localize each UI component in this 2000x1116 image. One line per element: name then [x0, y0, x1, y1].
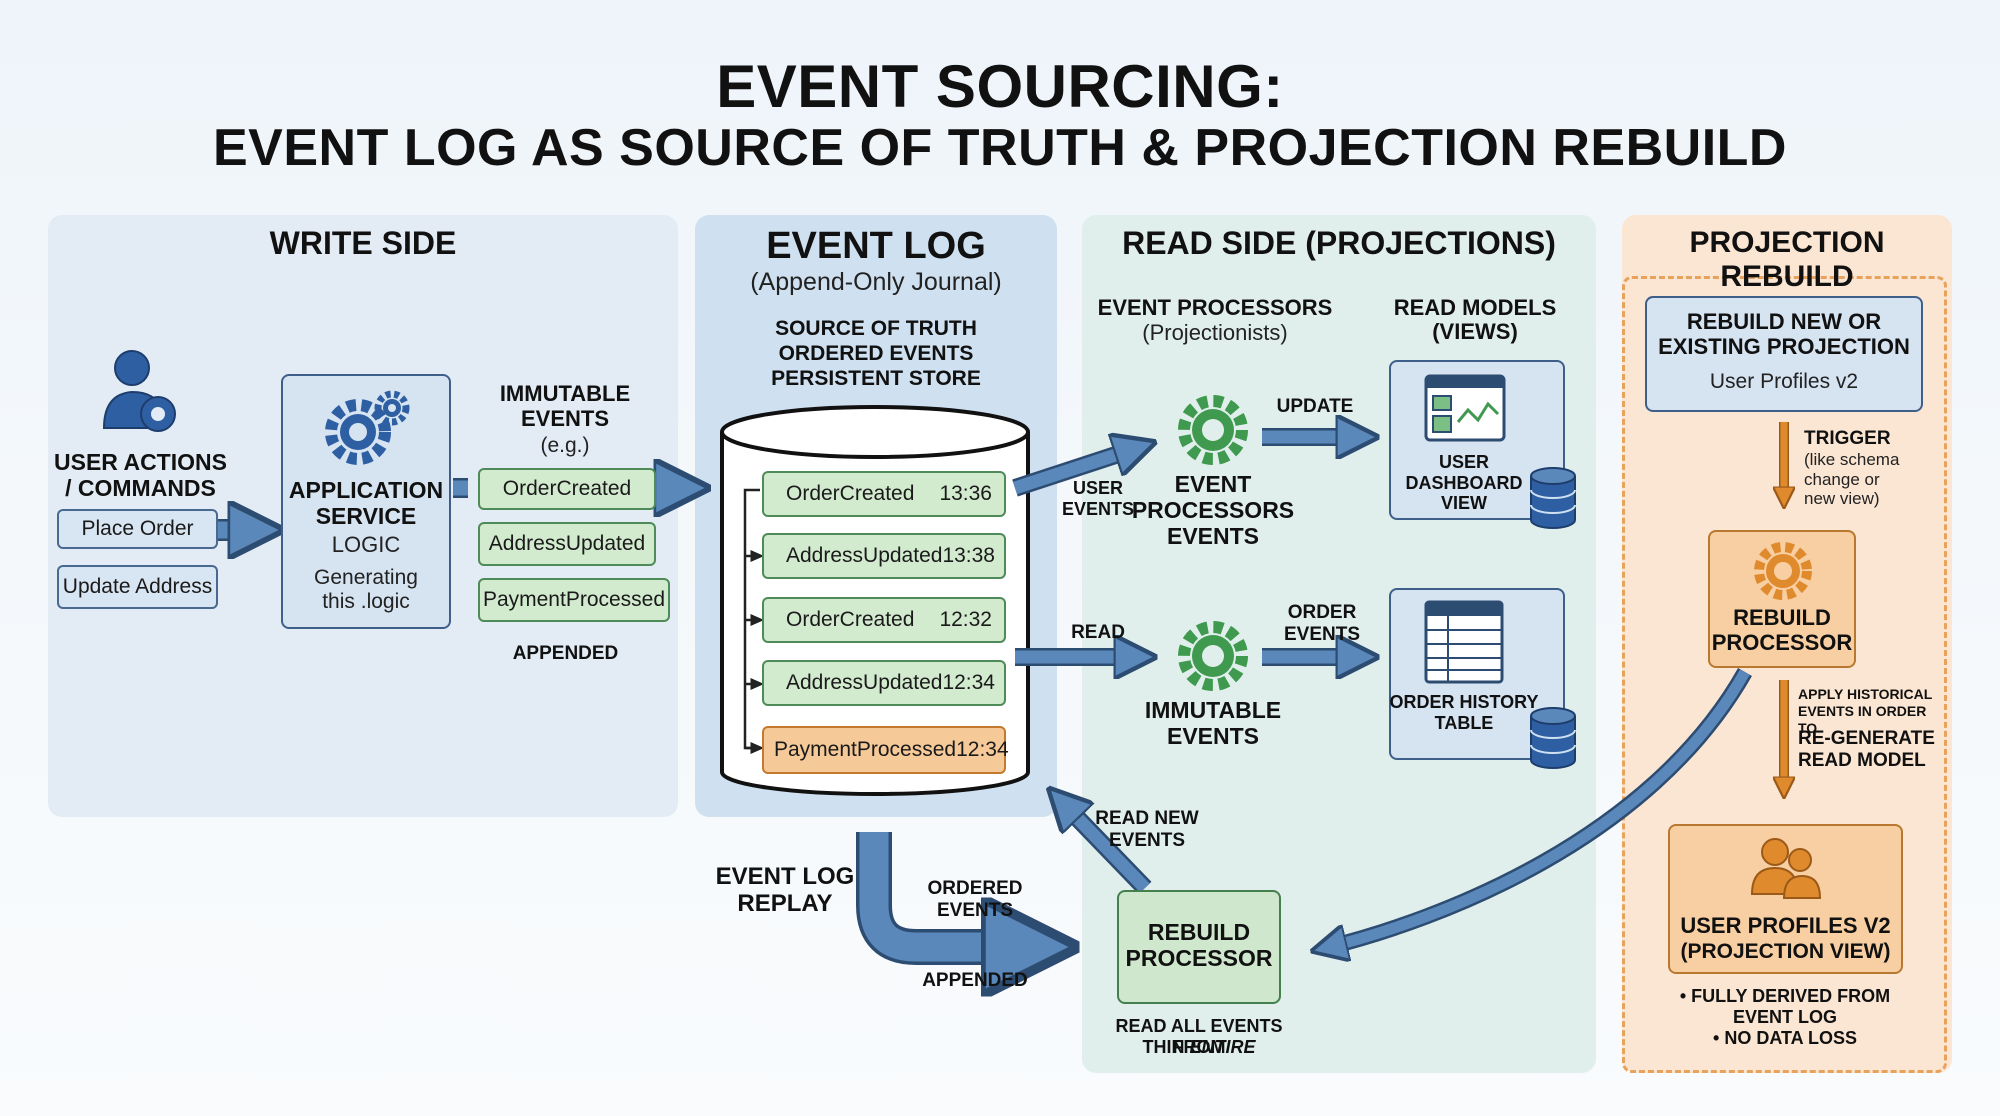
immutable-events-title: IMMUTABLE EVENTS	[499, 381, 631, 431]
rebuild-projection-subtitle: User Profiles v2	[1709, 370, 1859, 393]
application-service-title: APPLICATION SERVICE	[288, 477, 444, 529]
write-appended-label: APPENDED	[512, 643, 619, 664]
write-event-order-created: OrderCreated	[478, 468, 656, 510]
rebuild-projection-card	[1645, 296, 1923, 412]
user-events-label: USER EVENTS	[1061, 478, 1135, 519]
log-entry-time: 12:34	[956, 738, 1009, 761]
rebuild-bullet-1: • FULLY DERIVED FROM	[1679, 986, 1891, 1006]
log-entry-time: 12:34	[942, 671, 995, 694]
rebuild-processor-orange-card	[1708, 530, 1856, 668]
processor-1-label: EVENT PROCESSORS EVENTS	[1131, 471, 1295, 549]
user-gear-icon	[100, 348, 190, 438]
log-entry-time: 13:36	[939, 482, 992, 505]
order-events-label: ORDER EVENTS	[1283, 602, 1361, 645]
write-side-header: WRITE SIDE	[269, 225, 457, 261]
event-log-subtitle: (Append-Only Journal)	[750, 268, 1002, 296]
rebuild-bullet-1-cont: EVENT LOG	[1732, 1007, 1837, 1027]
event-log-desc-3: PERSISTENT STORE	[771, 367, 981, 390]
title-line-1: EVENT SOURCING:	[716, 53, 1284, 120]
rebuild-processor-orange-label: REBUILD PROCESSOR	[1711, 605, 1853, 655]
read-all-events-line-1: READ ALL EVENTS FROM	[1115, 1016, 1283, 1057]
event-log-header: EVENT LOG	[766, 225, 986, 267]
application-service-note: Generating this .logic	[314, 566, 418, 614]
database-icon	[1528, 466, 1578, 530]
title-line-2: EVENT LOG AS SOURCE OF TRUTH & PROJECTIO…	[213, 119, 1787, 177]
write-event-address-updated: AddressUpdated	[478, 522, 656, 566]
command-place-order[interactable]: Place Order	[57, 509, 218, 549]
immutable-events-eg: (e.g.)	[540, 434, 590, 457]
event-log-replay-arrow	[856, 832, 1040, 947]
log-entry-name: AddressUpdated	[786, 544, 943, 567]
order-history-table-label: ORDER HISTORY TABLE	[1389, 692, 1539, 733]
event-processors-title: EVENT PROCESSORS	[1097, 295, 1333, 320]
trigger-title: TRIGGER	[1804, 428, 1891, 449]
read-side-header: READ SIDE (PROJECTIONS)	[1122, 225, 1556, 261]
regenerate-read-model-label: RE-GENERATE READ MODEL	[1798, 728, 1935, 771]
user-profiles-v2-title: USER PROFILES V2	[1680, 913, 1891, 938]
apply-historical-events-label: APPLY HISTORICAL EVENTS IN ORDER TO	[1798, 686, 1933, 736]
user-actions-label: USER ACTIONS / COMMANDS	[54, 449, 227, 501]
rebuild-projection-title: REBUILD NEW OR EXISTING PROJECTION	[1658, 309, 1910, 359]
dashboard-window-icon	[1424, 374, 1506, 444]
log-entry-name: PaymentProcessed	[774, 738, 957, 761]
log-entry-time: 12:32	[939, 608, 992, 631]
read-models-title: READ MODELS	[1393, 295, 1557, 320]
processor-2-label: IMMUTABLE EVENTS	[1144, 697, 1282, 749]
read-new-events-arrow	[1060, 800, 1152, 895]
log-entry: OrderCreated 12:32	[762, 597, 1006, 643]
log-entry-pending: PaymentProcessed 12:34	[762, 726, 1009, 774]
log-entry-name: OrderCreated	[786, 608, 915, 631]
event-processors-subtitle: (Projectionists)	[1142, 320, 1288, 345]
read-all-events-line-2: THIN ENTIRE	[1142, 1037, 1256, 1057]
trigger-note: (like schema change or new view)	[1804, 450, 1900, 509]
table-icon	[1424, 600, 1506, 686]
update-label: UPDATE	[1276, 396, 1354, 417]
event-processor-gear-icon	[1175, 392, 1251, 468]
read-label: READ	[1071, 622, 1125, 643]
log-entry: OrderCreated 13:36	[762, 471, 1006, 517]
replay-ordered-events-label: ORDERED EVENTS	[927, 878, 1023, 921]
application-service-logic: LOGIC	[331, 532, 401, 557]
event-log-desc-1: SOURCE OF TRUTH	[775, 317, 977, 340]
read-models-subtitle: (VIEWS)	[1432, 319, 1518, 344]
event-log-replay-label: EVENT LOG REPLAY	[715, 863, 855, 917]
rebuild-curve-arrow	[1325, 668, 1752, 948]
rebuild-bullet-2: • NO DATA LOSS	[1713, 1028, 1857, 1048]
log-entry-time: 13:38	[942, 544, 995, 567]
gears-icon	[316, 390, 416, 470]
rebuild-processor-label: REBUILD PROCESSOR	[1125, 919, 1273, 971]
command-update-address[interactable]: Update Address	[57, 565, 218, 609]
user-profiles-v2-subtitle: (PROJECTION VIEW)	[1680, 940, 1891, 963]
user-dashboard-view-label: USER DASHBOARD VIEW	[1405, 452, 1523, 514]
projection-rebuild-dashed-frame	[1622, 276, 1947, 1073]
rebuild-gear-icon	[1752, 540, 1814, 602]
log-entry: AddressUpdated 13:38	[762, 533, 1006, 579]
event-processor-gear-icon	[1175, 618, 1251, 694]
event-log-desc-2: ORDERED EVENTS	[778, 342, 974, 365]
log-entry-name: OrderCreated	[786, 482, 915, 505]
read-new-events-label: READ NEW EVENTS	[1095, 808, 1199, 851]
rebuild-processor-card	[1117, 890, 1281, 1004]
users-icon	[1750, 836, 1822, 902]
log-entry-name: AddressUpdated	[786, 671, 943, 694]
projection-rebuild-header: PROJECTION REBUILD	[1689, 226, 1885, 293]
write-side-arrows	[217, 488, 688, 530]
database-icon	[1528, 706, 1578, 770]
read-side-arrows	[1012, 437, 1362, 657]
replay-appended-label: APPENDED	[922, 970, 1028, 991]
write-event-payment-processed: PaymentProcessed	[478, 578, 670, 622]
log-entry: AddressUpdated 12:34	[762, 660, 1006, 706]
